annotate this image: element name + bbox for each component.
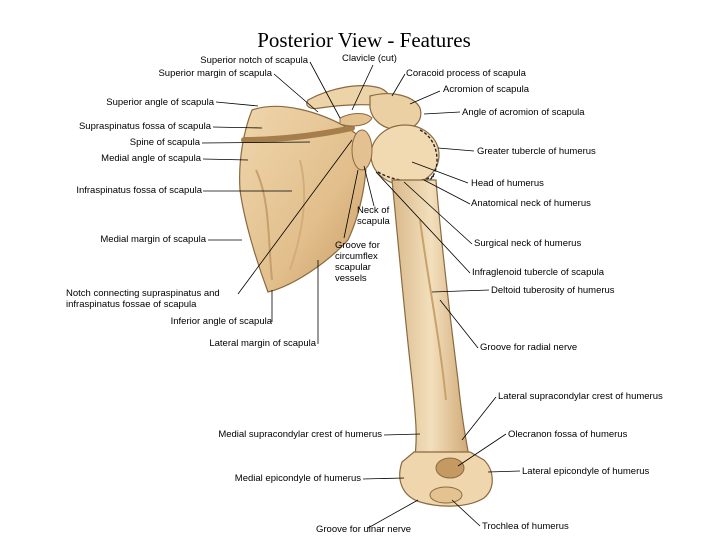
diagram-title: Posterior View - Features bbox=[257, 28, 471, 52]
scapula bbox=[239, 105, 367, 293]
label-lateral-epicondyle: Lateral epicondyle of humerus bbox=[522, 466, 650, 477]
label-spine: Spine of scapula bbox=[129, 137, 200, 148]
label-groove-circumflex-line1: Groove for bbox=[335, 240, 380, 251]
label-clavicle: Clavicle (cut) bbox=[342, 53, 397, 64]
label-neck-scapula-line2: scapula bbox=[357, 216, 390, 227]
label-deltoid: Deltoid tuberosity of humerus bbox=[491, 285, 615, 296]
label-surgical-neck: Surgical neck of humerus bbox=[474, 238, 582, 249]
olecranon-fossa bbox=[435, 457, 465, 479]
label-notch-connecting-line2: infraspinatus fossae of scapula bbox=[66, 299, 197, 310]
label-medial-supracondylar: Medial supracondylar crest of humerus bbox=[218, 429, 382, 440]
label-medial-epicondyle: Medial epicondyle of humerus bbox=[234, 473, 361, 484]
label-infraglenoid: Infraglenoid tubercle of scapula bbox=[472, 267, 605, 278]
label-lateral-margin: Lateral margin of scapula bbox=[209, 338, 316, 349]
label-groove-circumflex-line2: circumflex bbox=[335, 251, 378, 262]
label-head-humerus: Head of humerus bbox=[471, 178, 544, 189]
label-coracoid: Coracoid process of scapula bbox=[406, 68, 526, 79]
label-notch-connecting-line1: Notch connecting supraspinatus and bbox=[66, 288, 220, 299]
label-superior-angle: Superior angle of scapula bbox=[106, 97, 214, 108]
label-medial-angle: Medial angle of scapula bbox=[101, 153, 201, 164]
scapula-spine bbox=[241, 125, 355, 143]
label-greater-tubercle: Greater tubercle of humerus bbox=[477, 146, 596, 157]
label-acromion: Acromion of scapula bbox=[443, 84, 530, 95]
label-supraspinatus-fossa: Supraspinatus fossa of scapula bbox=[78, 121, 211, 132]
label-superior-margin: Superior margin of scapula bbox=[158, 68, 272, 79]
label-trochlea: Trochlea of humerus bbox=[482, 521, 569, 532]
label-olecranon-fossa: Olecranon fossa of humerus bbox=[508, 429, 628, 440]
label-infraspinatus-fossa: Infraspinatus fossa of scapula bbox=[76, 185, 202, 196]
label-medial-margin: Medial margin of scapula bbox=[100, 234, 206, 245]
humerus-shaft bbox=[391, 179, 471, 463]
leader-lines bbox=[201, 61, 521, 529]
label-superior-notch: Superior notch of scapula bbox=[200, 55, 308, 66]
distal-humerus bbox=[399, 451, 493, 507]
label-groove-circumflex-line4: vessels bbox=[335, 273, 367, 284]
label-radial-groove: Groove for radial nerve bbox=[480, 342, 578, 353]
label-anatomical-neck: Anatomical neck of humerus bbox=[471, 198, 591, 209]
label-groove-circumflex-line3: scapular bbox=[335, 262, 371, 273]
label-lateral-supracondylar: Lateral supracondylar crest of humerus bbox=[498, 391, 663, 402]
humerus-head bbox=[370, 124, 440, 186]
acromion bbox=[369, 93, 422, 131]
label-ulnar-groove: Groove for ulnar nerve bbox=[316, 524, 412, 535]
label-neck-scapula-line1: Neck of bbox=[357, 205, 390, 216]
label-inferior-angle: Inferior angle of scapula bbox=[170, 316, 272, 327]
label-angle-acromion: Angle of acromion of scapula bbox=[462, 107, 585, 118]
